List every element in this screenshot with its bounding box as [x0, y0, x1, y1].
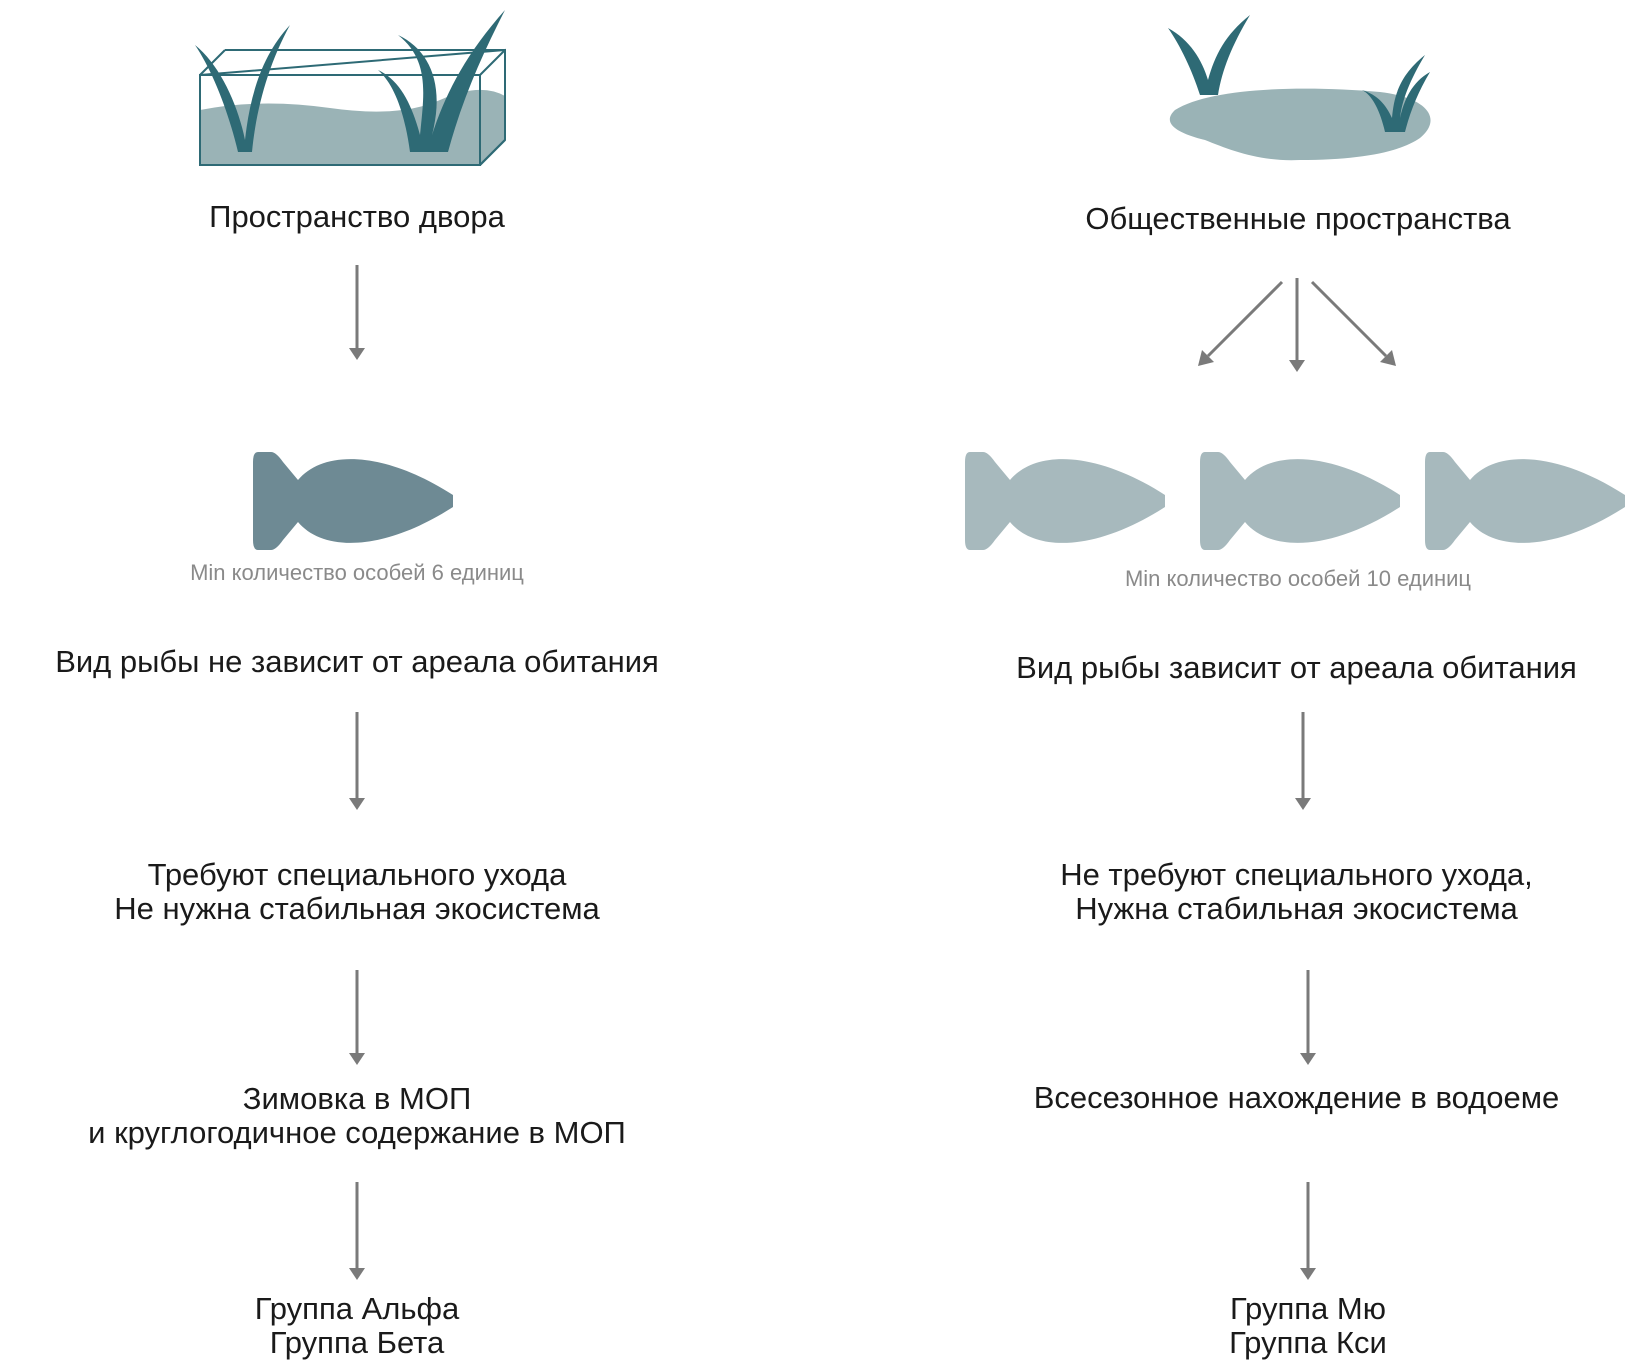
left-step3: Зимовка в МОП и круглогодичное содержани…: [20, 1082, 694, 1150]
arrow-step2-to-step3-right: [1300, 970, 1316, 1065]
arrow-step1-to-step2-left: [349, 712, 365, 810]
right-result-line1: Группа Мю: [1060, 1292, 1556, 1326]
fish-icon: [965, 452, 1165, 550]
fish-icon: [1200, 452, 1400, 550]
arrow-step1-to-step2-right: [1295, 712, 1311, 810]
right-heading: Общественные пространства: [1000, 202, 1596, 236]
right-result-line2: Группа Кси: [1060, 1326, 1556, 1360]
left-step2-line2: Не нужна стабильная экосистема: [40, 892, 674, 926]
fish-icon: [1425, 452, 1625, 550]
left-result-line2: Группа Бета: [150, 1326, 564, 1360]
arrow-step3-to-result-left: [349, 1182, 365, 1280]
left-result: Группа Альфа Группа Бета: [150, 1292, 564, 1360]
right-count-note: Min количество особей 10 единиц: [1000, 566, 1596, 592]
arrow-heading-to-fish-center: [1289, 278, 1305, 372]
right-step1: Вид рыбы зависит от ареала обитания: [960, 651, 1633, 685]
left-step3-line1: Зимовка в МОП: [20, 1082, 694, 1116]
right-step2-line2: Нужна стабильная экосистема: [960, 892, 1633, 926]
pond-icon: [1168, 15, 1431, 160]
arrow-heading-to-fish-left-diag: [1198, 282, 1282, 366]
left-step3-line2: и круглогодичное содержание в МОП: [20, 1116, 694, 1150]
arrow-heading-to-fish-left: [349, 265, 365, 360]
left-step2: Требуют специального ухода Не нужна стаб…: [40, 858, 674, 926]
right-step3: Всесезонное нахождение в водоеме: [960, 1081, 1633, 1115]
fish-icon: [253, 452, 453, 550]
left-count-note: Min количество особей 6 единиц: [100, 560, 614, 586]
arrow-step3-to-result-right: [1300, 1182, 1316, 1280]
left-step1: Вид рыбы не зависит от ареала обитания: [0, 645, 714, 679]
left-result-line1: Группа Альфа: [150, 1292, 564, 1326]
arrow-step2-to-step3-left: [349, 970, 365, 1065]
left-heading: Пространство двора: [100, 200, 614, 234]
left-step2-line1: Требуют специального ухода: [40, 858, 674, 892]
right-result: Группа Мю Группа Кси: [1060, 1292, 1556, 1360]
aquarium-icon: [195, 10, 505, 165]
right-step2-line1: Не требуют специального ухода,: [960, 858, 1633, 892]
arrow-heading-to-fish-right-diag: [1312, 282, 1396, 366]
right-step2: Не требуют специального ухода, Нужна ста…: [960, 858, 1633, 926]
